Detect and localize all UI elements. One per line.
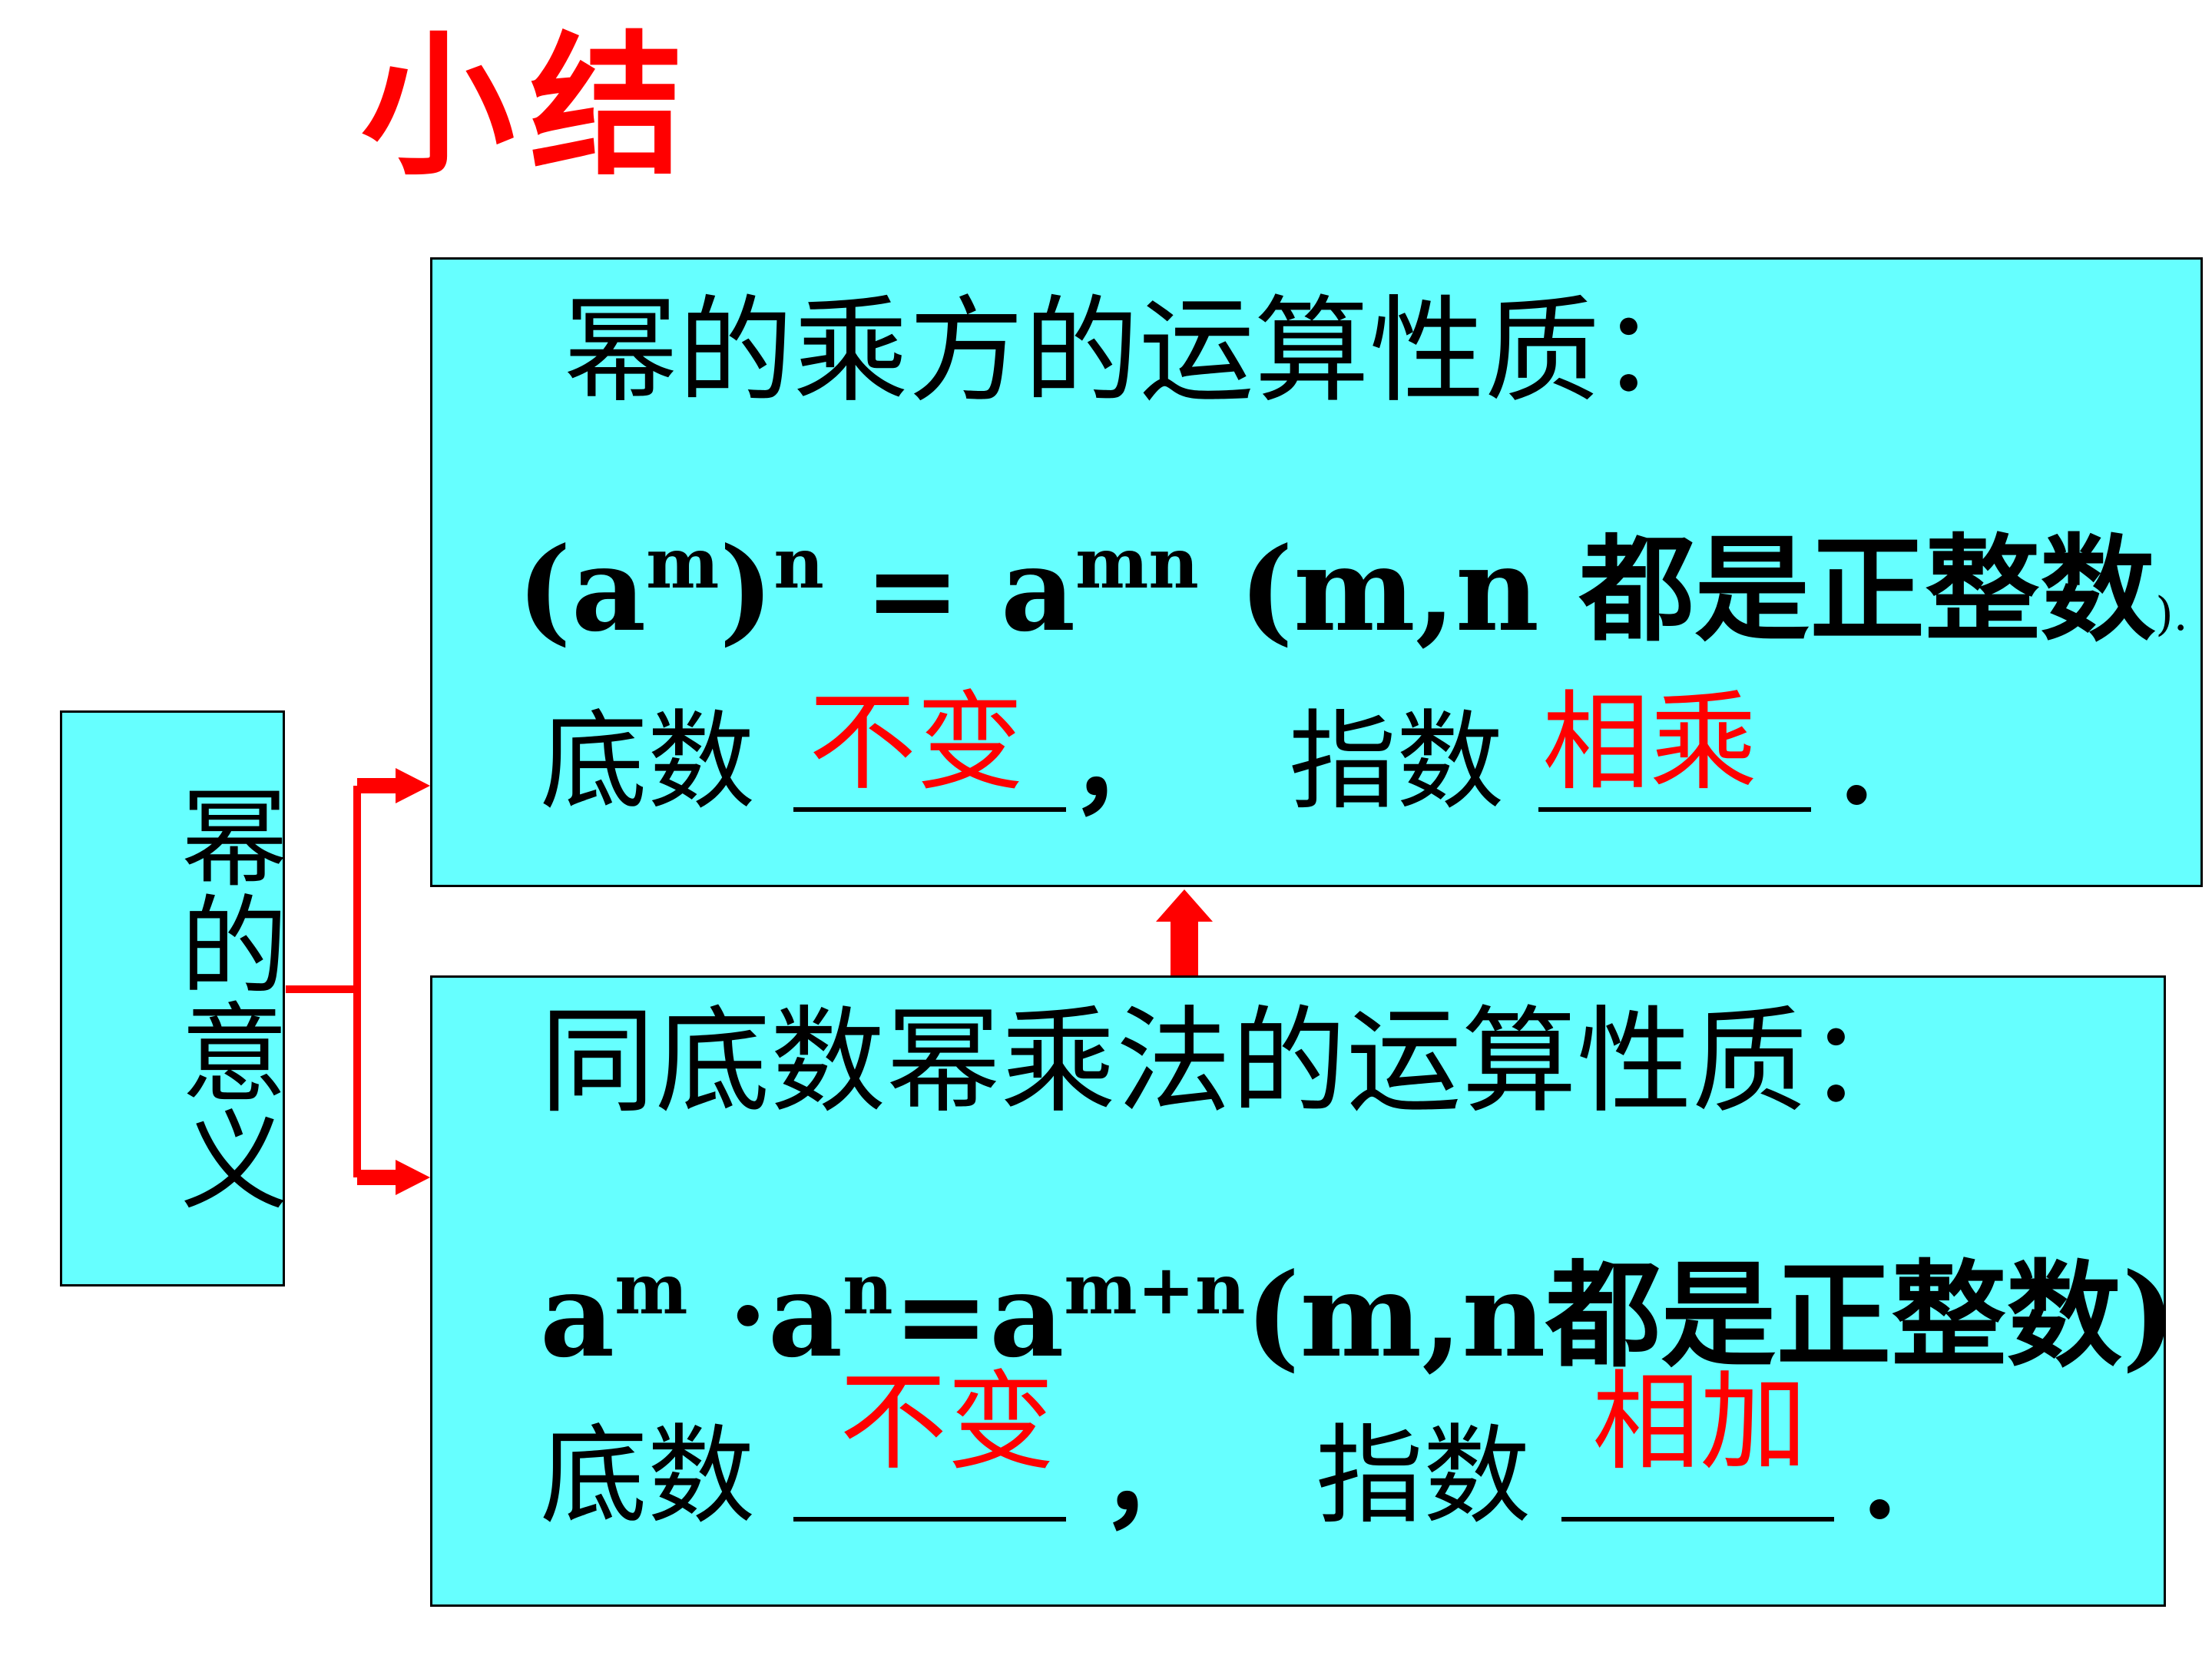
left-concept-box: 幂的意义 xyxy=(60,710,287,1286)
formula-condition-text: 都是正整数 xyxy=(1545,1250,2122,1383)
exponent-punct: . xyxy=(1861,1418,1899,1544)
formula-exponent: m xyxy=(646,523,720,604)
base-blank xyxy=(793,1517,1066,1522)
formula-condition-text: 都是正整数 xyxy=(1579,524,2156,657)
base-answer: 不变 xyxy=(839,1360,1055,1485)
arrow-up-head xyxy=(1156,889,1213,922)
formula-dot: · xyxy=(687,1248,768,1383)
formula-condition-end: ) xyxy=(2121,1248,2177,1383)
exponent-blank xyxy=(1538,807,1811,812)
formula-condition: (m,n xyxy=(1245,1248,1546,1383)
base-label: 底数 xyxy=(540,700,756,825)
slide-title: 小结 xyxy=(361,18,700,197)
formula-text: ) xyxy=(719,522,774,657)
left-concept-label: 幂的意义 xyxy=(162,782,287,1212)
exponent-label: 指数 xyxy=(1289,700,1505,825)
power-of-power-formula: (am)n = amn (m,n 都是正整数). xyxy=(517,522,2188,680)
product-rule-box: 同底数幂乘法的运算性质： am ·an=am+n(m,n都是正整数) 底数 不变… xyxy=(430,975,2176,1607)
exponent-label: 指数 xyxy=(1316,1414,1532,1539)
exponent-blank xyxy=(1561,1517,1834,1522)
formula-exponent: mn xyxy=(1075,523,1199,604)
formula-exponent: n xyxy=(843,1249,893,1330)
formula-text: = a xyxy=(823,522,1076,657)
exponent-answer: 相加 xyxy=(1592,1360,1808,1485)
exponent-punct: . xyxy=(1838,704,1876,830)
formula-condition: (m,n xyxy=(1198,522,1580,657)
formula-text: a xyxy=(540,1248,615,1383)
power-of-power-box: 幂的乘方的运算性质： (am)n = amn (m,n 都是正整数). 底数 不… xyxy=(430,257,2203,887)
product-rule-heading: 同底数幂乘法的运算性质： xyxy=(540,995,1923,1129)
formula-text: a xyxy=(767,1248,843,1383)
arrow-to-bottom-head xyxy=(396,1160,430,1195)
base-answer: 不变 xyxy=(809,680,1025,806)
base-blank xyxy=(793,807,1066,812)
formula-exponent: m+n xyxy=(1064,1249,1246,1330)
product-rule-formula: am ·an=am+n(m,n都是正整数) xyxy=(540,1248,2177,1397)
power-of-power-heading: 幂的乘方的运算性质： xyxy=(563,285,1716,419)
formula-text: =a xyxy=(892,1248,1065,1383)
formula-condition-end: ). xyxy=(2155,588,2188,641)
exponent-answer: 相乘 xyxy=(1542,680,1758,806)
formula-exponent: n xyxy=(773,523,824,604)
base-label: 底数 xyxy=(540,1414,756,1539)
formula-text: (a xyxy=(517,522,647,657)
base-punct: ， xyxy=(1101,1418,1209,1544)
base-punct: ， xyxy=(1070,704,1178,830)
formula-exponent: m xyxy=(614,1249,688,1330)
arrow-to-top-head xyxy=(396,768,430,803)
